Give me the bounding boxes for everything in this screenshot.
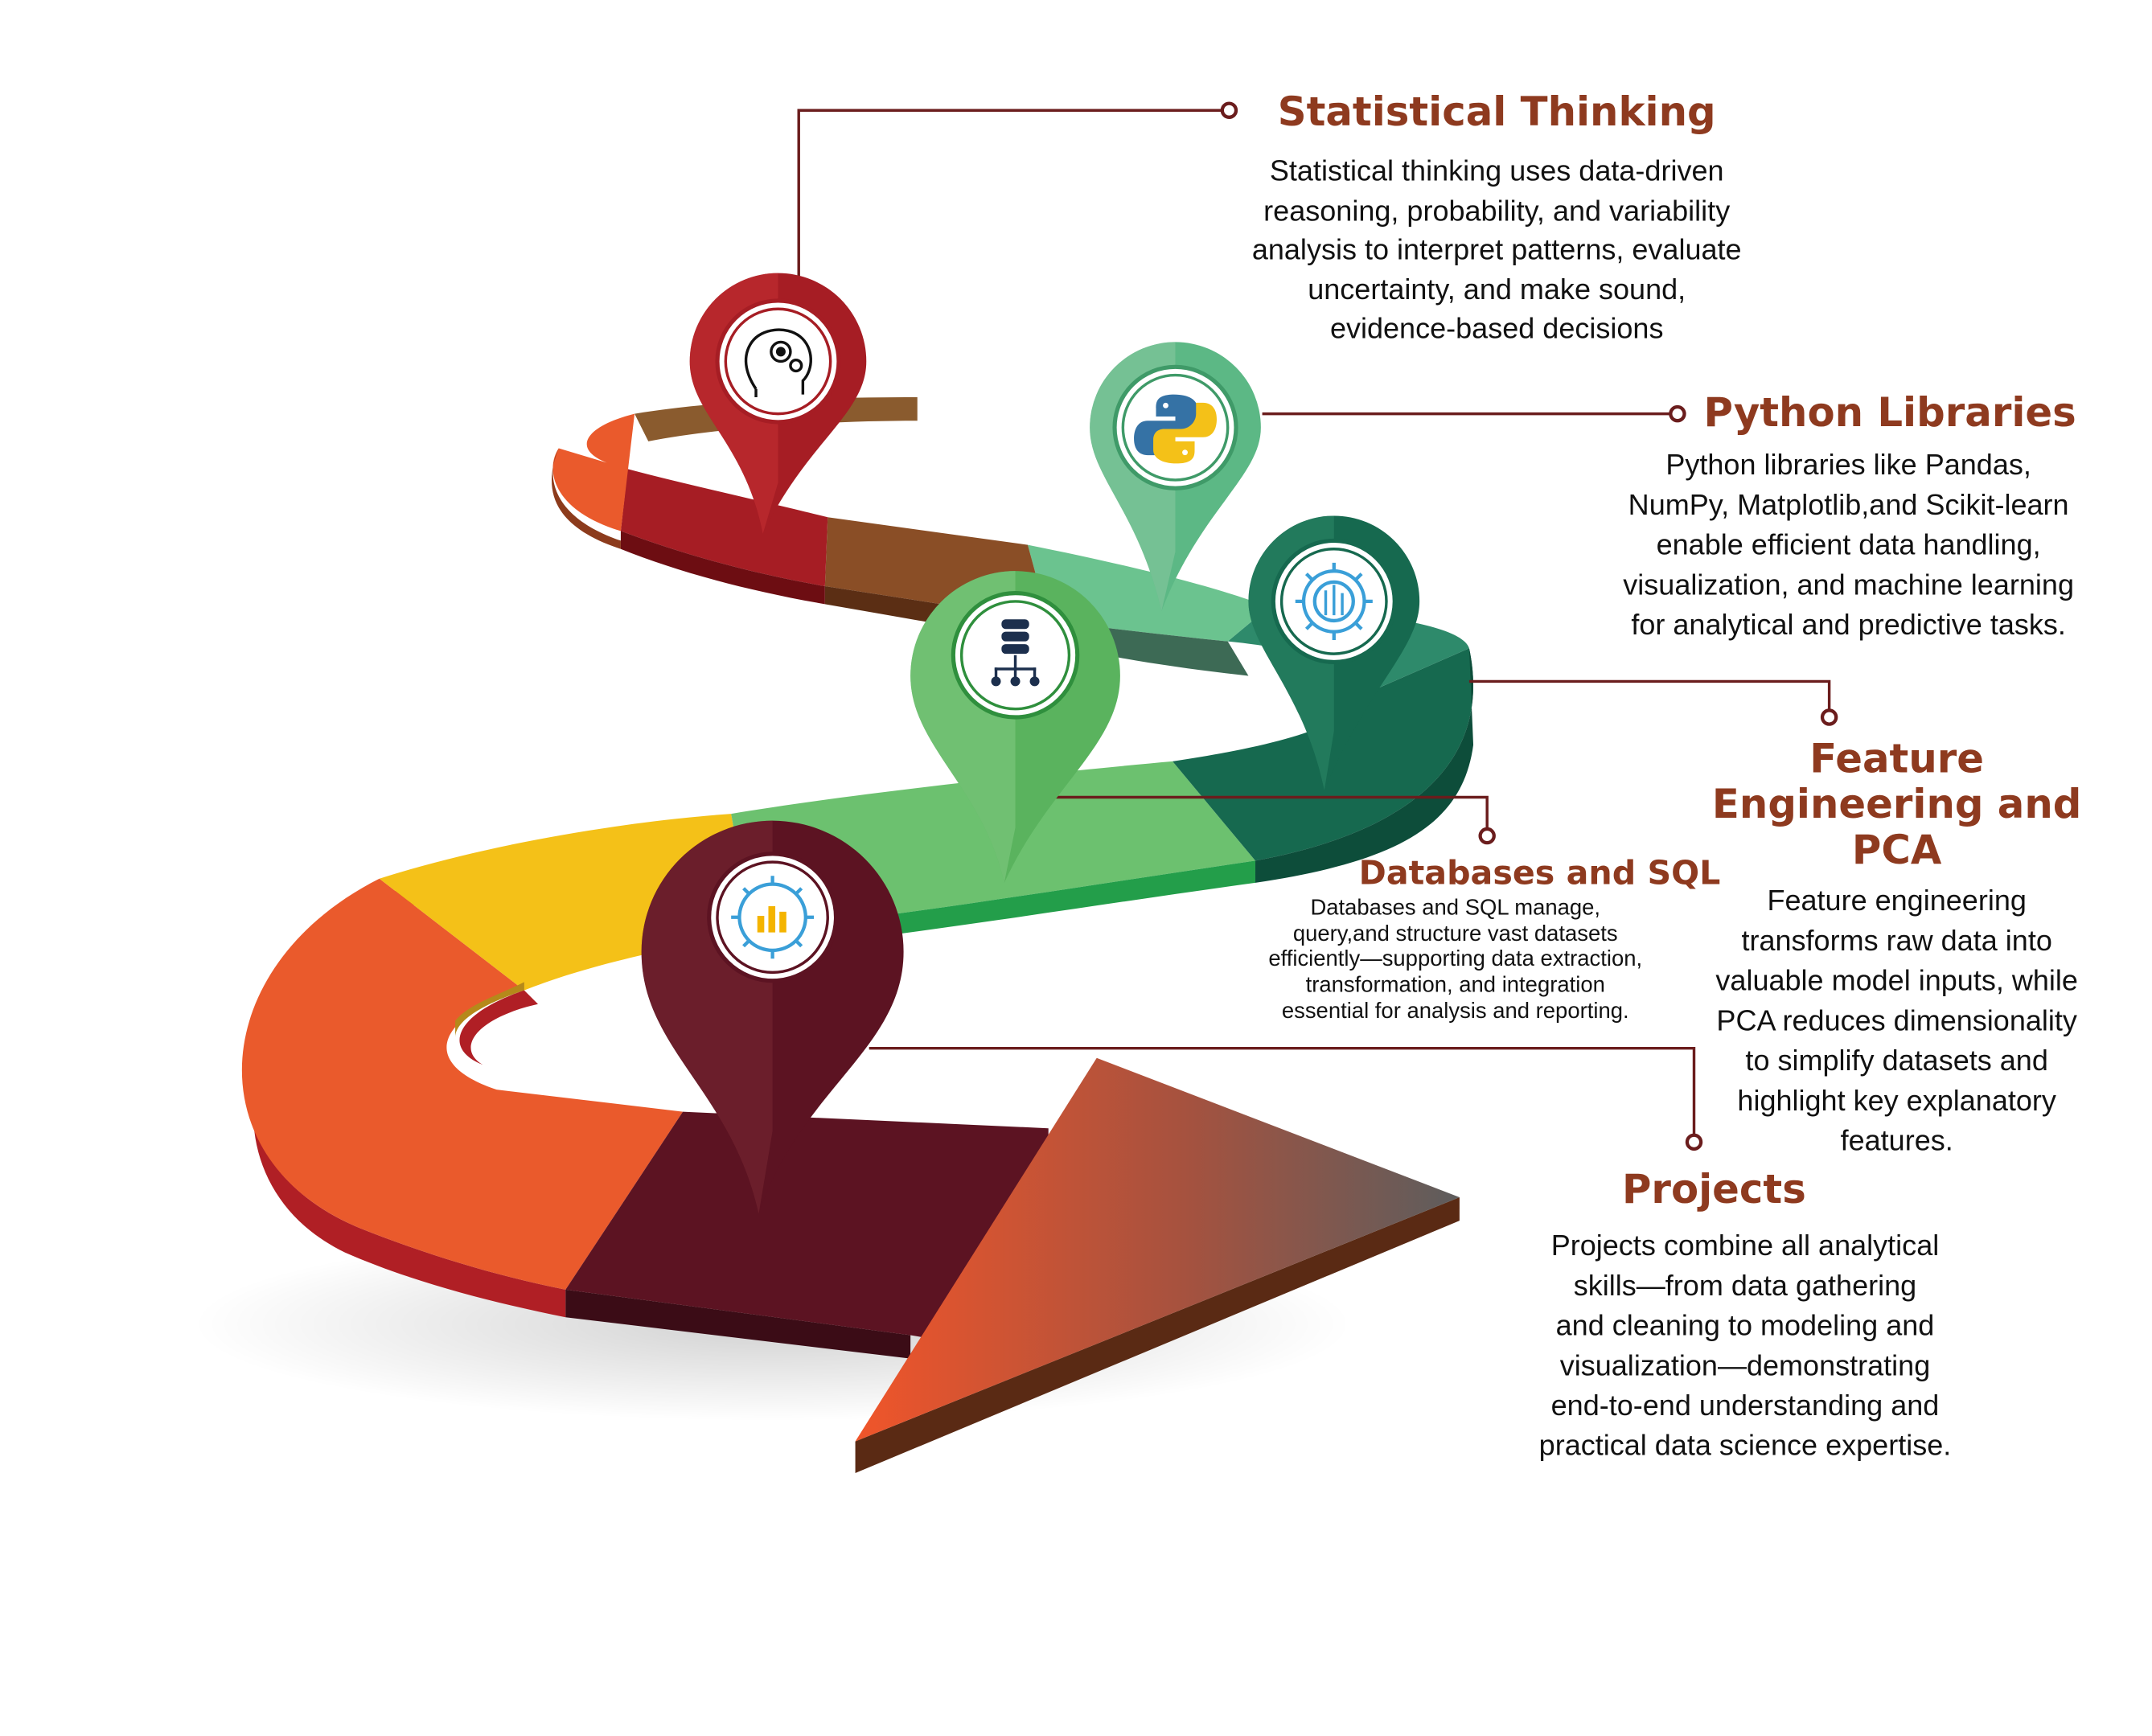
description-line: Projects combine all analytical	[1550, 1230, 1940, 1262]
step-projects: Projects Projects combine all analytical…	[1476, 1163, 2014, 1466]
pin-feature-engineering	[1248, 515, 1420, 790]
description-line: to simplify datasets and	[1745, 1045, 2048, 1077]
description-line: evidence-based decisions	[1329, 313, 1664, 345]
road-arrow-head	[855, 1057, 1460, 1474]
step-title: Statistical Thinking	[1277, 88, 1716, 136]
description-line: PCA reduces dimensionality	[1716, 1005, 2077, 1037]
step-description: Projects combine all analytical skills—f…	[1476, 1226, 2014, 1466]
step-feature-engineering: Feature Engineering and PCA Feature engi…	[1676, 735, 2117, 1161]
connector-dots	[1220, 101, 1838, 1151]
python-logo-icon	[1134, 394, 1217, 464]
description-line: essential for analysis and reporting.	[1281, 999, 1629, 1024]
step-title: Projects	[1621, 1165, 1806, 1213]
description-line: efficiently—supporting data extraction,	[1268, 948, 1643, 972]
description-line: NumPy, Matplotlib,and Scikit-learn	[1628, 489, 2069, 522]
description-line: for analytical and predictive tasks.	[1631, 609, 2066, 642]
step-description: Databases and SQL manage, query,and stru…	[1207, 897, 1704, 1025]
circuit-gear-icon	[1295, 562, 1373, 640]
description-line: practical data science expertise.	[1538, 1430, 1952, 1463]
description-line: highlight key explanatory	[1737, 1086, 2056, 1118]
description-line: valuable model inputs, while	[1715, 965, 2078, 998]
chart-gear-icon	[731, 876, 815, 959]
database-network-icon	[991, 619, 1040, 687]
description-line: transformation, and integration	[1305, 974, 1605, 998]
description-line: end-to-end understanding and	[1550, 1390, 1940, 1422]
step-statistical-thinking: Statistical Thinking Statistical thinkin…	[1186, 85, 1807, 349]
description-line: features.	[1840, 1125, 1953, 1158]
step-description: Feature engineering transforms raw data …	[1676, 881, 2117, 1161]
description-line: skills—from data gathering	[1573, 1270, 1917, 1303]
description-line: analysis to interpret patterns, evaluate	[1251, 234, 1742, 267]
description-line: Feature engineering	[1767, 885, 2027, 917]
step-python-libraries: Python Libraries Python libraries like P…	[1573, 386, 2125, 645]
step-databases-and-sql: Databases and SQL Databases and SQL mana…	[1207, 852, 1721, 1025]
pin-projects	[641, 820, 904, 1214]
step-title: Feature Engineering and PCA	[1711, 735, 2082, 873]
description-line: uncertainty, and make sound,	[1308, 273, 1686, 306]
description-line: enable efficient data handling,	[1656, 529, 2041, 562]
description-line: Statistical thinking uses data-driven	[1269, 155, 1724, 188]
description-line: reasoning, probability, and variability	[1263, 195, 1731, 228]
description-line: visualization—demonstrating	[1559, 1350, 1931, 1382]
description-line: visualization, and machine learning	[1623, 569, 2074, 601]
description-line: Databases and SQL manage,	[1310, 897, 1601, 921]
head-gears-icon	[744, 328, 812, 398]
step-description: Python libraries like Pandas, NumPy, Mat…	[1573, 445, 2125, 646]
step-description: Statistical thinking uses data-driven re…	[1186, 153, 1807, 349]
description-line: and cleaning to modeling and	[1555, 1310, 1935, 1343]
step-title: Python Libraries	[1703, 388, 2076, 437]
pin-statistical-thinking	[689, 273, 867, 534]
pin-python-libraries	[1090, 342, 1261, 611]
step-title: Databases and SQL	[1358, 853, 1721, 893]
description-line: query,and structure vast datasets	[1292, 922, 1618, 946]
description-line: Python libraries like Pandas,	[1665, 449, 2031, 482]
pin-databases-and-sql	[910, 571, 1120, 883]
connector-lines	[797, 109, 1831, 1135]
description-line: transforms raw data into	[1741, 925, 2052, 958]
